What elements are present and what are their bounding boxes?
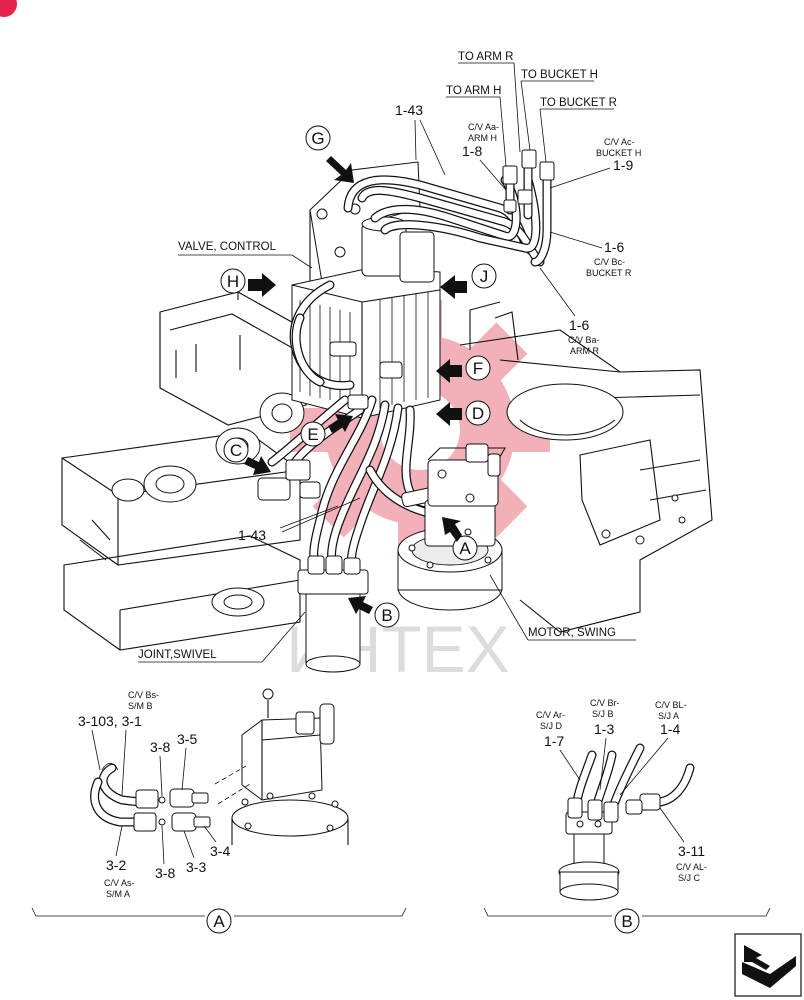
callout-1-8: 1-8 (462, 143, 482, 159)
callout-3-11: 3-11 (678, 843, 705, 859)
callout-3-4: 3-4 (210, 843, 230, 859)
callout-3-10: 3-10 (78, 713, 106, 729)
view-marker-a: A (442, 517, 478, 561)
callout-ar-line1: C/V Ar- (536, 710, 565, 720)
callout-aa-line2: ARM H (468, 133, 497, 143)
svg-text:E: E (307, 425, 318, 444)
label-to-bucket-h: TO BUCKET H (521, 69, 598, 81)
label-to-arm-r: TO ARM R (458, 51, 513, 63)
callout-bl-line1: C/V BL- (655, 700, 687, 710)
view-marker-j: J (440, 263, 497, 299)
callout-3-8-top: 3-8 (150, 739, 170, 755)
top-fittings (502, 149, 555, 213)
main-labels: TO ARM R TO BUCKET H TO ARM H TO BUCKET … (138, 51, 641, 663)
callout-bc-line2: BUCKET R (586, 268, 632, 278)
svg-text:B: B (381, 606, 392, 625)
view-marker-h: H (220, 268, 276, 297)
callout-3-1: 3, 3-1 (106, 713, 142, 729)
callout-al-line2: S/J C (678, 873, 701, 883)
callout-3-8-bot: 3-8 (155, 865, 175, 881)
callout-br-line2: S/J B (592, 709, 614, 719)
callout-aa-line1: C/V Aa- (468, 122, 499, 132)
callout-3-2: 3-2 (106, 857, 126, 873)
callout-1-6-bc: 1-6 (604, 239, 624, 255)
svg-text:D: D (472, 404, 484, 423)
callout-ac-line2: BUCKET H (596, 148, 641, 158)
corner-badge-icon (0, 0, 17, 17)
callout-3-5: 3-5 (177, 731, 197, 747)
callout-1-43-top: 1-43 (395, 102, 423, 118)
label-valve-control: VALVE, CONTROL (178, 241, 277, 253)
callout-3-3: 3-3 (186, 859, 206, 875)
svg-text:F: F (473, 359, 483, 378)
callout-ar-line2: S/J D (540, 721, 563, 731)
callout-1-43-bottom: 1-43 (238, 527, 266, 543)
callout-ba-line1: C/V Ba- (568, 335, 600, 345)
svg-text:H: H (227, 272, 239, 291)
detail-b-caption: B (621, 912, 632, 931)
callout-ba-line2: ARM R (570, 346, 600, 356)
callout-1-3: 1-3 (594, 721, 614, 737)
view-marker-e: E (300, 414, 353, 447)
callout-al-line1: C/V AL- (676, 862, 707, 872)
detail-a-caption: A (213, 912, 225, 931)
callout-ac-line1: C/V Ac- (604, 137, 635, 147)
view-marker-b: B (348, 596, 400, 628)
view-marker-d: D (436, 400, 491, 426)
svg-text:J: J (480, 267, 489, 286)
view-marker-g: G (305, 125, 354, 183)
svg-text:A: A (459, 539, 471, 558)
callout-1-4: 1-4 (660, 721, 680, 737)
callout-bs-line2: S/M B (128, 701, 153, 711)
label-to-bucket-r: TO BUCKET R (540, 97, 617, 109)
callout-1-6-ba: 1-6 (569, 317, 589, 333)
detail-b: C/V Ar- S/J D 1-7 C/V Br- S/J B 1-3 C/V … (483, 698, 771, 934)
view-markers: G H J F D E (220, 125, 497, 628)
callout-1-9: 1-9 (613, 157, 633, 173)
label-joint-swivel: JOINT,SWIVEL (138, 649, 217, 661)
upper-frame (61, 291, 713, 651)
view-marker-c: C (223, 437, 271, 475)
callout-as-line1: C/V As- (104, 878, 135, 888)
c-fittings (257, 459, 321, 501)
callout-bs-line1: C/V Bs- (128, 690, 159, 700)
view-marker-f: F (436, 355, 491, 383)
label-motor-swing: MOTOR, SWING (528, 627, 616, 639)
swing-motor (397, 443, 506, 611)
callout-as-line2: S/M A (106, 889, 130, 899)
swivel-joint (297, 555, 369, 673)
next-page-arrow-icon[interactable] (734, 933, 802, 997)
callout-br-line1: C/V Br- (590, 698, 620, 708)
svg-text:C: C (230, 441, 242, 460)
callout-1-7: 1-7 (544, 733, 564, 749)
svg-text:G: G (311, 129, 324, 148)
callout-bc-line1: C/V Bc- (594, 257, 625, 267)
label-to-arm-h: TO ARM H (446, 85, 501, 97)
detail-a: C/V Bs- S/M B 3-10 3, 3-1 3-8 3-5 3-2 C/… (31, 688, 407, 934)
callout-bl-line2: S/J A (658, 711, 679, 721)
